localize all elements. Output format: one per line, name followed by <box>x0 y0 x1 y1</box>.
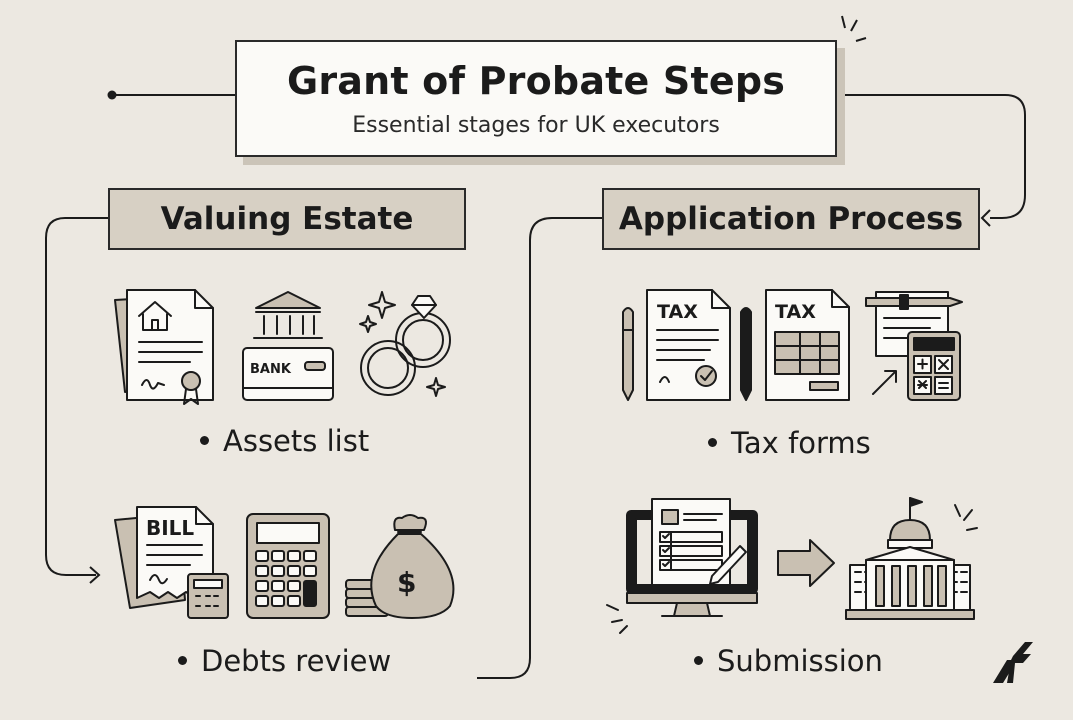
computer-form-icon <box>606 498 758 634</box>
section-application-process: Application Process <box>602 188 980 250</box>
section-heading: Application Process <box>618 201 964 237</box>
section-heading: Valuing Estate <box>160 201 414 237</box>
title-sparkle-icon <box>841 15 867 42</box>
valuing-to-debts-connector <box>45 217 108 576</box>
bullet-text: Assets list <box>223 424 370 458</box>
tax-form-pen-icon <box>622 289 752 401</box>
page-title: Grant of Probate Steps <box>286 59 786 103</box>
title-card: Grant of Probate Steps Essential stages … <box>235 40 837 157</box>
bullet-text: Submission <box>717 644 883 678</box>
bank-card-icon <box>242 291 334 401</box>
property-deed-icon <box>114 289 214 405</box>
bullet-debts-review: Debts review <box>178 644 391 678</box>
bank-card-label: BANK <box>250 362 292 377</box>
bullet-text: Tax forms <box>731 426 871 460</box>
connector-arrowhead <box>980 209 991 227</box>
connector-start-dot <box>107 90 117 100</box>
money-bag-symbol: $ <box>397 566 416 599</box>
bullet-assets-list: Assets list <box>200 424 369 458</box>
bill-document-icon <box>114 506 229 619</box>
bullet-dot <box>178 655 187 665</box>
tax-form-label: TAX <box>775 301 816 323</box>
page-subtitle: Essential stages for UK executors <box>352 113 720 138</box>
money-bag-icon <box>345 514 455 619</box>
debts-to-application-connector <box>477 217 602 679</box>
bullet-text: Debts review <box>201 644 392 678</box>
connector-arrowhead <box>89 566 101 584</box>
arrow-right-icon <box>777 539 835 587</box>
tax-form-table-icon <box>765 289 850 401</box>
bullet-dot <box>708 437 717 447</box>
calculator-icon <box>246 513 330 619</box>
bullet-submission: Submission <box>694 644 883 678</box>
title-to-application-connector <box>837 94 1026 219</box>
section-valuing-estate: Valuing Estate <box>108 188 466 250</box>
bullet-dot <box>200 435 209 445</box>
bullet-dot <box>694 655 703 665</box>
logo-icon <box>993 642 1033 683</box>
bill-label: BILL <box>146 516 194 540</box>
bullet-tax-forms: Tax forms <box>708 426 871 460</box>
rings-icon <box>359 291 451 397</box>
government-building-icon <box>845 497 978 620</box>
calculator-pen-icon <box>865 291 963 401</box>
tax-form-label: TAX <box>657 301 698 323</box>
